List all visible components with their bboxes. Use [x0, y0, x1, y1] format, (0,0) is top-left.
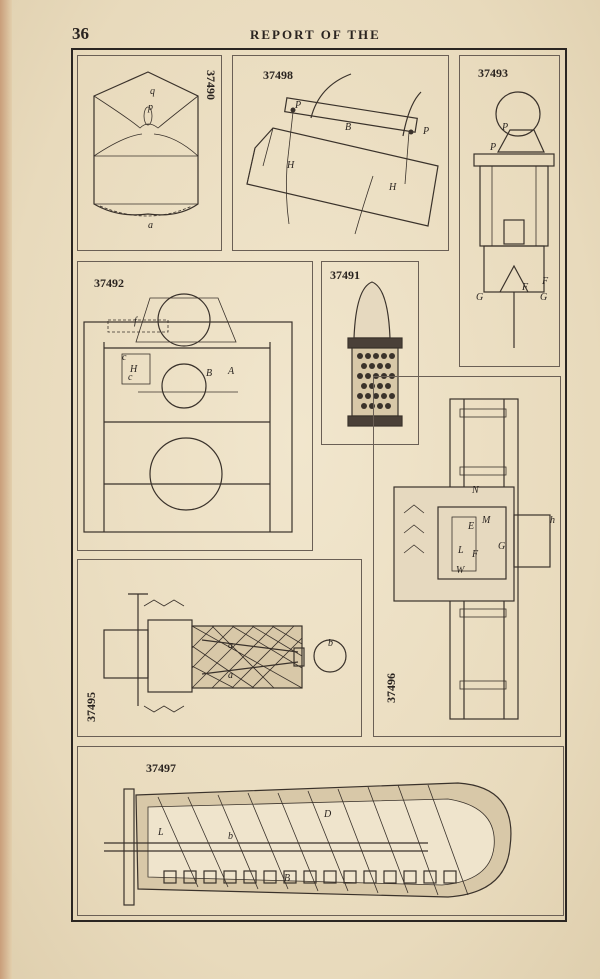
patent-number: 37497 [146, 761, 176, 775]
figure-panel-37497: 37497 [77, 746, 564, 916]
label-P: P [422, 126, 429, 137]
label-c: c [122, 352, 127, 363]
patent-number: 37492 [94, 276, 124, 290]
lantern-drawing: P P F F G G [473, 91, 555, 348]
label-f: f [134, 316, 138, 327]
harness-drawing: P B P H H [246, 73, 439, 235]
label-h: h [550, 515, 555, 526]
label-b: b [328, 638, 333, 649]
label-H: H [286, 160, 295, 171]
label-a: a [228, 670, 233, 681]
label-a: a [228, 640, 233, 651]
figure-panel-37490: q p a 37490 [77, 55, 222, 251]
mould-drawing: L D b B [104, 782, 512, 906]
label-N: N [471, 485, 480, 496]
label-p: p [147, 102, 153, 113]
tube-fitting-drawing: a b a [103, 593, 347, 713]
label-P: P [294, 100, 301, 111]
label-G: G [476, 292, 483, 303]
label-D: D [323, 809, 332, 820]
figure-panel-37496: 37496 N E M L F W G h [373, 376, 561, 737]
figure-panel-37493: 37493 P P F F G G [459, 55, 560, 367]
figure-panel-37498: 37498 P B P H H [232, 55, 449, 251]
label-F: F [541, 276, 549, 287]
label-B: B [284, 873, 290, 884]
label-a: a [148, 220, 153, 231]
label-c: c [128, 372, 133, 383]
label-q: q [150, 86, 155, 97]
machine-drawing: f c H c B A [83, 293, 293, 533]
shot-pattern [357, 353, 395, 409]
label-W: W [456, 565, 466, 576]
figure-panel-37492: 37492 f c H c B A [77, 261, 313, 551]
plate-frame [71, 48, 567, 922]
figure-panel-37495: 37495 a b a [77, 559, 362, 737]
label-B: B [206, 368, 212, 379]
label-G: G [498, 541, 505, 552]
label-G: G [540, 292, 547, 303]
page-number: 36 [72, 24, 89, 43]
label-A: A [227, 366, 235, 377]
label-L: L [157, 827, 164, 838]
cartridge-drawing [347, 281, 403, 427]
figure-panel-37491: 37491 [321, 261, 419, 445]
patent-number: 37498 [263, 68, 293, 82]
label-F: F [521, 282, 529, 293]
page-edge-shadow [0, 0, 12, 979]
label-b: b [228, 831, 233, 842]
label-L: L [457, 545, 464, 556]
label-P: P [489, 142, 496, 153]
patent-number: 37493 [478, 66, 508, 80]
label-H: H [129, 364, 138, 375]
patent-number: 37491 [330, 268, 360, 282]
running-head: REPORT OF THE [250, 27, 381, 42]
label-F: F [471, 549, 479, 560]
label-E: E [467, 521, 474, 532]
label-M: M [481, 515, 491, 526]
patent-number: 37490 [204, 70, 218, 100]
lower-chambers [163, 870, 457, 884]
sliding-frame-drawing: N E M L F W G h [393, 398, 555, 720]
envelope-drawing: q p a [93, 71, 199, 231]
label-P: P [501, 122, 508, 133]
label-H: H [388, 182, 397, 193]
label-B: B [345, 122, 351, 133]
